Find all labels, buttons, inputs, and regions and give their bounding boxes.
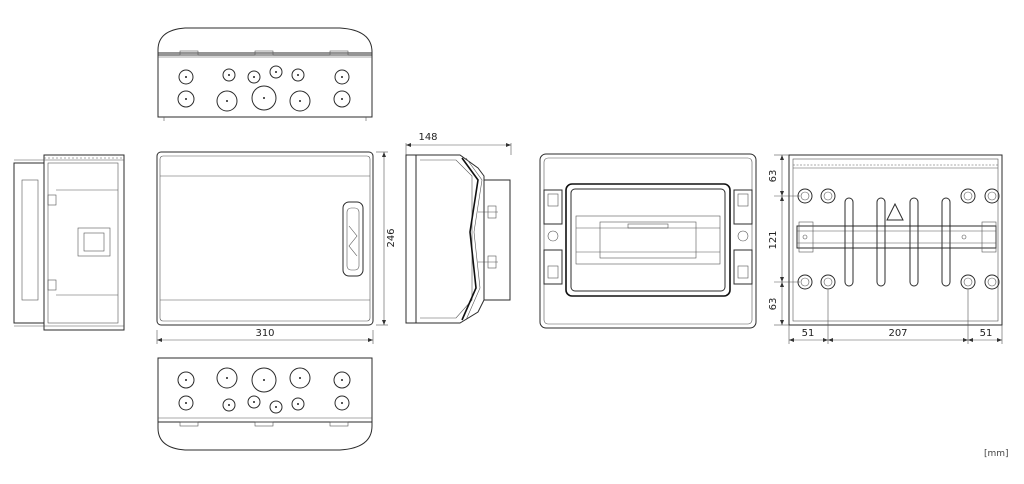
dim-middle-span: 121 — [768, 230, 779, 249]
side-section-view: 148 — [405, 132, 512, 324]
dim-width-front: 310 — [255, 328, 274, 339]
mounting-view: 63 121 63 51 207 51 — [768, 154, 1003, 344]
unit-label: [mm] — [984, 449, 1009, 459]
dim-left-margin: 51 — [802, 328, 815, 339]
bottom-view — [157, 357, 373, 451]
dim-bottom-margin: 63 — [768, 298, 779, 311]
warning-triangle-icon — [886, 202, 904, 221]
din-rail — [796, 221, 997, 253]
dim-top-margin: 63 — [768, 170, 779, 183]
door-handle — [342, 201, 364, 277]
dim-center-span: 207 — [888, 328, 907, 339]
open-front-view — [539, 153, 757, 329]
top-view — [157, 27, 373, 121]
left-side-view — [13, 154, 125, 331]
top-knockouts — [177, 65, 351, 112]
bottom-knockouts — [177, 367, 351, 414]
dim-depth-side: 148 — [418, 132, 437, 143]
dim-height-front: 246 — [386, 228, 397, 247]
front-view: 310 246 — [156, 151, 397, 344]
hinge-clips — [543, 189, 753, 285]
vent-slots — [844, 197, 951, 287]
mounting-screws — [797, 188, 1000, 290]
dim-right-margin: 51 — [980, 328, 993, 339]
